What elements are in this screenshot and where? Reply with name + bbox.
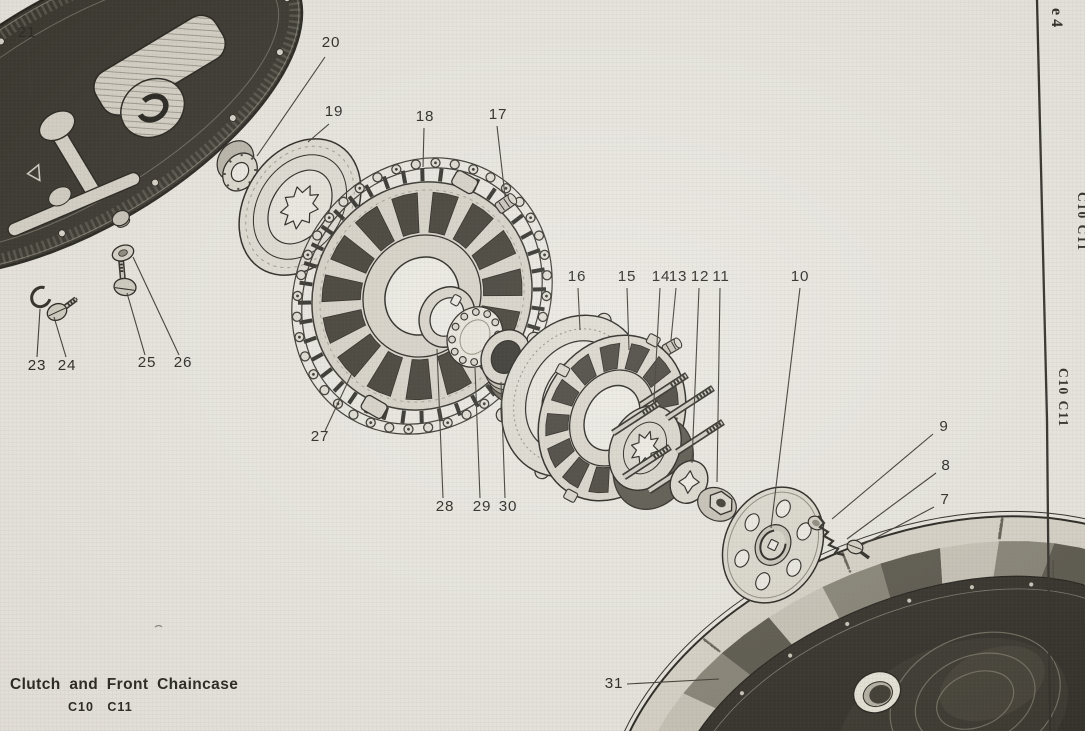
chaincase-inspection-cap — [120, 77, 186, 139]
clutch-chainwheel — [297, 168, 547, 424]
cover-rivets — [739, 582, 1034, 696]
page-gutter-line — [1035, 0, 1052, 731]
leader-12 — [691, 287, 700, 464]
callout-27: 27 — [311, 428, 330, 445]
spring-plate — [721, 486, 825, 604]
clutch-studs — [611, 372, 725, 494]
leader-29 — [474, 367, 481, 499]
leader-7 — [861, 506, 935, 546]
leader-10 — [770, 287, 801, 529]
leader-30 — [500, 381, 506, 499]
inner-chaincase — [0, 0, 304, 277]
cover-polished-band — [655, 541, 1085, 731]
leader-27 — [324, 372, 353, 432]
leader-11 — [716, 287, 721, 483]
callout-7: 7 — [940, 491, 949, 508]
margin-plate-fragment: e 4 — [1048, 8, 1065, 27]
leader-16 — [577, 287, 581, 331]
chaincase-fixing-bolt — [111, 209, 131, 228]
callout-12: 12 — [691, 268, 710, 285]
leader-8 — [846, 472, 937, 540]
circlip — [30, 285, 52, 309]
callout-8: 8 — [941, 457, 950, 474]
callout-18: 18 — [416, 108, 435, 125]
callout-13: 13 — [669, 268, 688, 285]
leader-15 — [626, 287, 630, 351]
plate-models: C10 C11 — [68, 700, 133, 714]
leader-25 — [126, 292, 146, 356]
leader-9 — [831, 433, 934, 520]
leader-31 — [626, 678, 720, 685]
callout-29: 29 — [473, 498, 492, 515]
callout-17: 17 — [489, 106, 508, 123]
splined-washer — [669, 460, 709, 504]
callout-20: 20 — [322, 34, 341, 51]
leader-21 — [27, 46, 32, 99]
callout-24: 24 — [58, 357, 77, 374]
callout-16: 16 — [568, 268, 587, 285]
callout-19: 19 — [325, 103, 344, 120]
callout-23: 23 — [28, 357, 47, 374]
leader-28 — [436, 348, 444, 499]
leader-24 — [53, 316, 67, 358]
drum-slots — [545, 342, 679, 494]
leader-26 — [132, 256, 180, 356]
leader-18 — [422, 127, 425, 168]
splined-hub — [216, 140, 258, 192]
leader-17 — [496, 125, 506, 197]
cover-boss-hole — [852, 670, 902, 714]
clutch-spring — [817, 515, 845, 557]
bolt-25 — [113, 258, 137, 297]
callout-9: 9 — [939, 418, 948, 435]
callout-31: 31 — [605, 675, 624, 692]
chainwheel-slots — [321, 191, 523, 401]
callout-14: 14 — [652, 268, 671, 285]
callout-30: 30 — [499, 498, 518, 515]
callout-28: 28 — [436, 498, 455, 515]
leader-19 — [307, 123, 330, 143]
hub-nut — [697, 486, 737, 522]
bolt-24 — [46, 296, 78, 322]
page-gutter-line-2 — [1052, 559, 1055, 731]
title-block: Clutch and Front Chaincase C10 C11 — [10, 676, 238, 714]
callout-26: 26 — [174, 354, 193, 371]
plate-title: Clutch and Front Chaincase — [10, 676, 239, 693]
leader-23 — [36, 308, 41, 358]
margin-edge-fragment: C10 C11 — [1075, 192, 1085, 252]
washer-26 — [111, 244, 135, 262]
callout-15: 15 — [618, 268, 637, 285]
callout-21: 21 — [18, 24, 37, 41]
margin-model-label: C10 C11 — [1056, 368, 1071, 428]
callout-25: 25 — [138, 354, 157, 371]
leader-14 — [653, 287, 661, 401]
adjuster-screw — [846, 539, 870, 560]
leader-13 — [670, 287, 677, 341]
chaincase-bolt-holes — [0, 0, 291, 238]
spring-nut-17 — [494, 193, 518, 214]
outer-chaincase-cover — [604, 510, 1085, 731]
callout-10: 10 — [791, 268, 810, 285]
callout-11: 11 — [712, 268, 729, 285]
scan-speck — [154, 624, 163, 628]
leader-20 — [256, 56, 326, 157]
